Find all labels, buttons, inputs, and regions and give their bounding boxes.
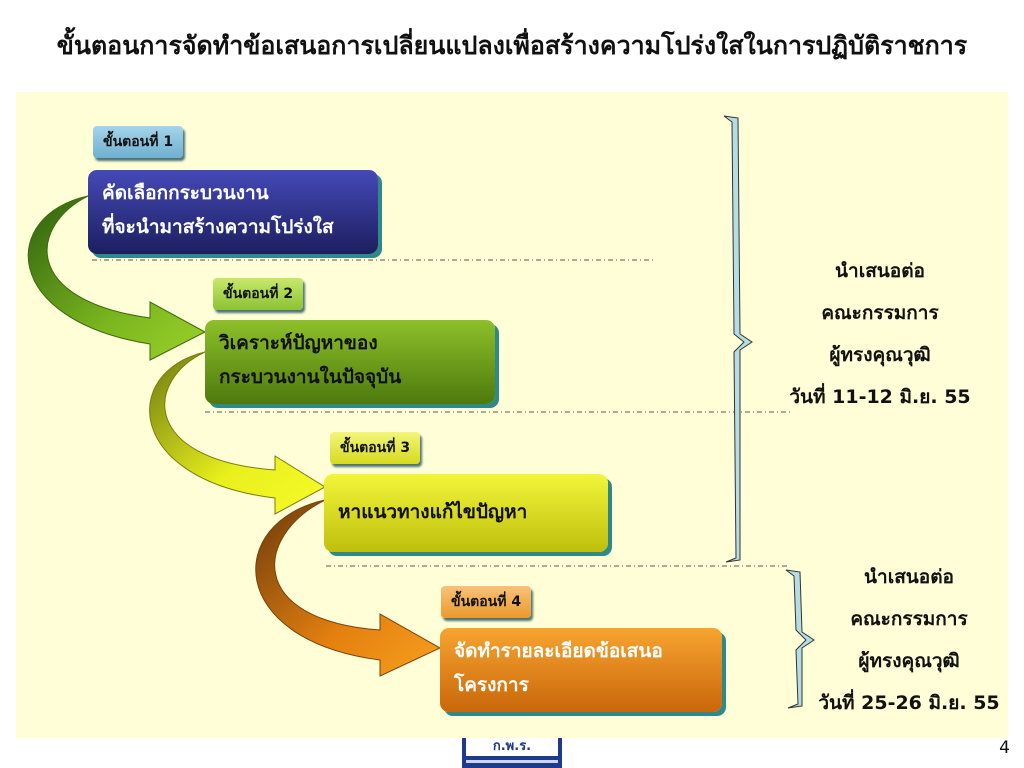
- step-4-line: โครงการ: [454, 674, 529, 696]
- flow-arrow-3: [255, 499, 442, 677]
- note-date: วันที่ 25-26 มิ.ย. 55: [818, 692, 1000, 714]
- bracket-group-1: [723, 115, 753, 563]
- note-line: นำเสนอต่อ: [864, 566, 954, 588]
- step-4-box: จัดทำรายละเอียดข้อเสนอ โครงการ: [440, 628, 722, 712]
- step-4-line: จัดทำรายละเอียดข้อเสนอ: [454, 640, 663, 662]
- step-3-tag: ขั้นตอนที่ 3: [330, 432, 421, 464]
- note-line: ผู้ทรงคุณวุฒิ: [829, 344, 931, 366]
- flow-arrow-2: [149, 351, 326, 515]
- step-3-line: หาแนวทางแก้ไขปัญหา: [338, 501, 528, 523]
- logo-text: ก.พ.ร.: [466, 738, 558, 756]
- note-line: นำเสนอต่อ: [835, 260, 925, 282]
- step-3-box: หาแนวทางแก้ไขปัญหา: [324, 474, 608, 552]
- page-title: ขั้นตอนการจัดทำข้อเสนอการเปลี่ยนแปลงเพื่…: [56, 31, 968, 60]
- step-1-line: คัดเลือกกระบวนงาน: [102, 182, 269, 204]
- note-group-2: นำเสนอต่อ คณะกรรมการ ผู้ทรงคุณวุฒิ วันที…: [806, 556, 1012, 724]
- step-2-tag: ขั้นตอนที่ 2: [213, 278, 304, 310]
- note-group-1: นำเสนอต่อ คณะกรรมการ ผู้ทรงคุณวุฒิ วันที…: [764, 250, 996, 418]
- step-2-box: วิเคราะห์ปัญหาของ กระบวนงานในปัจจุบัน: [205, 320, 495, 404]
- note-date: วันที่ 11-12 มิ.ย. 55: [789, 386, 971, 408]
- step-2-line: กระบวนงานในปัจจุบัน: [219, 366, 402, 388]
- logo-strip: [466, 760, 558, 763]
- page-number: 4: [999, 738, 1010, 758]
- note-line: ผู้ทรงคุณวุฒิ: [858, 650, 960, 672]
- step-4-tag: ขั้นตอนที่ 4: [441, 586, 532, 618]
- bracket-group-2: [785, 569, 815, 709]
- step-1-tag: ขั้นตอนที่ 1: [93, 126, 184, 158]
- step-2-line: วิเคราะห์ปัญหาของ: [219, 332, 378, 354]
- note-line: คณะกรรมการ: [821, 302, 939, 324]
- flow-arrow-1: [27, 195, 207, 361]
- opdc-logo: ก.พ.ร.: [462, 738, 562, 768]
- note-line: คณะกรรมการ: [850, 608, 968, 630]
- step-1-box: คัดเลือกกระบวนงาน ที่จะนำมาสร้างความโปร่…: [88, 170, 378, 254]
- step-1-line: ที่จะนำมาสร้างความโปร่งใส: [102, 216, 334, 238]
